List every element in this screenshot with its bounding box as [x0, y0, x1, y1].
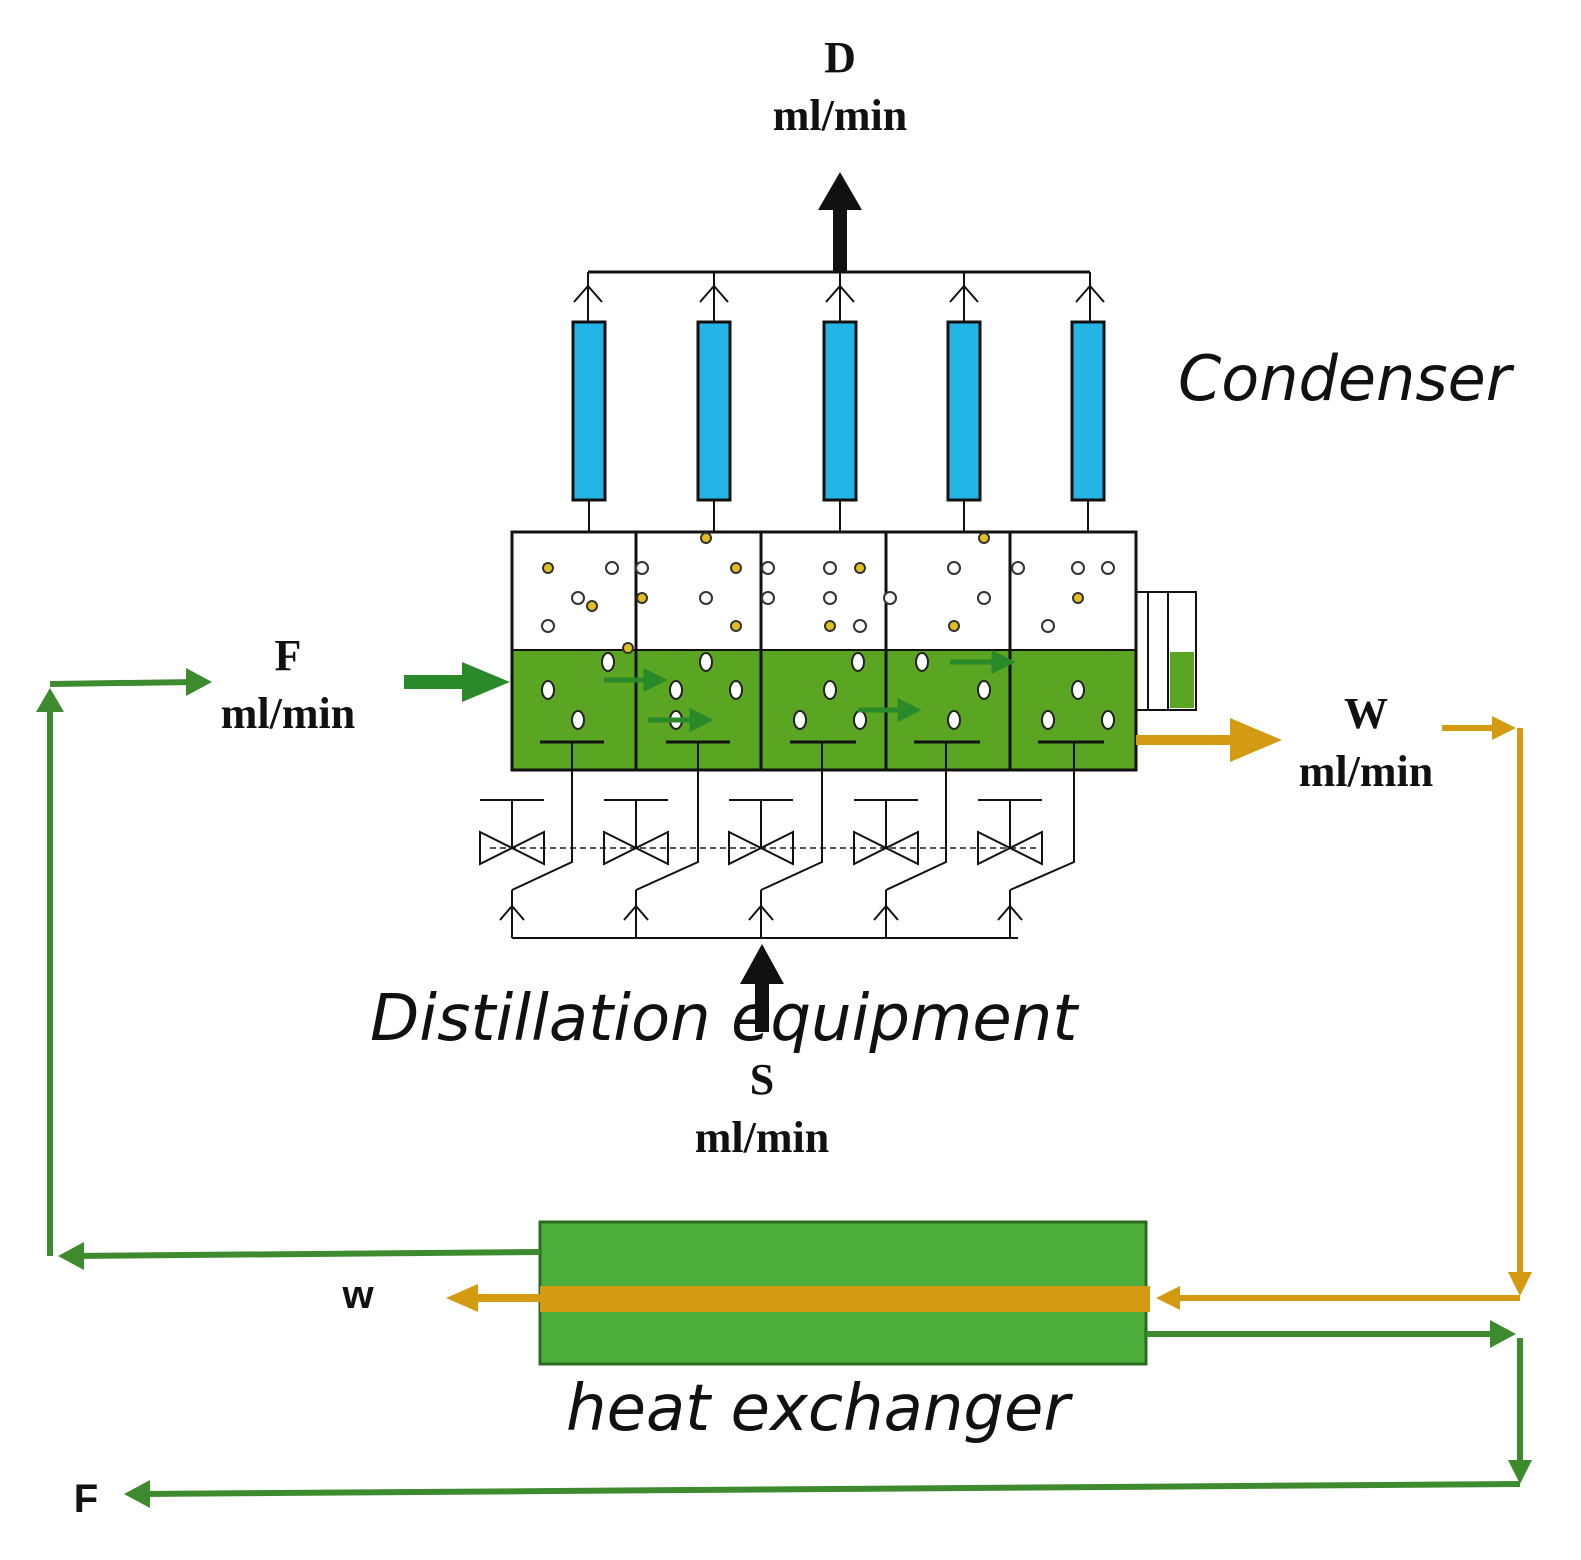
feed-loop-arrow: [124, 1480, 150, 1508]
steam-valve: [977, 742, 1075, 938]
condenser-tube: [1070, 272, 1106, 532]
waste-exit-label: w: [341, 1273, 374, 1317]
distillate-unit: ml/min: [773, 91, 907, 140]
distillate-output: [588, 172, 1090, 274]
condenser-tube: [822, 272, 858, 532]
feed-loop-arrow: [186, 668, 212, 696]
condenser-bank: [571, 272, 1106, 532]
feed-loop-arrow: [1490, 1320, 1516, 1348]
vapor-bubbles: [541, 532, 1115, 654]
waste-loop-arrow: [1508, 1272, 1532, 1296]
steam-unit: ml/min: [695, 1113, 829, 1162]
waste-output-arrow: [1136, 718, 1282, 762]
waste-exit-arrow: [446, 1284, 540, 1312]
waste-loop-arrow: [1156, 1286, 1180, 1310]
heat-exchanger-label: heat exchanger: [566, 1372, 1073, 1446]
internal-flow-arrows: [604, 649, 1016, 733]
distillate-arrow-head: [818, 172, 862, 210]
waste-loop-arrow: [1492, 716, 1516, 740]
distillate-label: D: [824, 33, 856, 82]
steam-valve: [853, 742, 947, 938]
distillation-equipment-label: Distillation equipment: [370, 982, 1080, 1056]
waste-unit: ml/min: [1299, 747, 1433, 796]
feed-loop-arrow: [36, 688, 64, 712]
feed-preheat-line: [47, 679, 1523, 1497]
condenser-tube: [946, 272, 982, 532]
steam-input-arrow: [740, 944, 784, 1032]
waste-label: W: [1344, 689, 1388, 738]
steam-valve: [728, 742, 823, 938]
steam-label: S: [750, 1055, 774, 1104]
feed-input-arrow: [404, 662, 510, 702]
waste-recycle-line: [1180, 725, 1523, 1301]
condenser-label: Condenser: [1178, 342, 1515, 415]
steam-valve: [603, 742, 699, 938]
heat-exchanger: [538, 1220, 1150, 1366]
steam-valve: [479, 742, 573, 938]
level-gauge: [1136, 591, 1197, 711]
feed-loop-arrow: [58, 1242, 84, 1270]
feed-source-label: F: [74, 1477, 98, 1521]
steam-distribution: [479, 742, 1075, 939]
liquid-bubbles: [541, 652, 1115, 730]
condenser-tube: [696, 272, 732, 532]
feed-label: F: [275, 631, 302, 680]
distillation-column: [510, 530, 1138, 772]
feed-loop-arrow: [1508, 1460, 1532, 1484]
condenser-tube: [571, 272, 607, 532]
feed-unit: ml/min: [221, 689, 355, 738]
